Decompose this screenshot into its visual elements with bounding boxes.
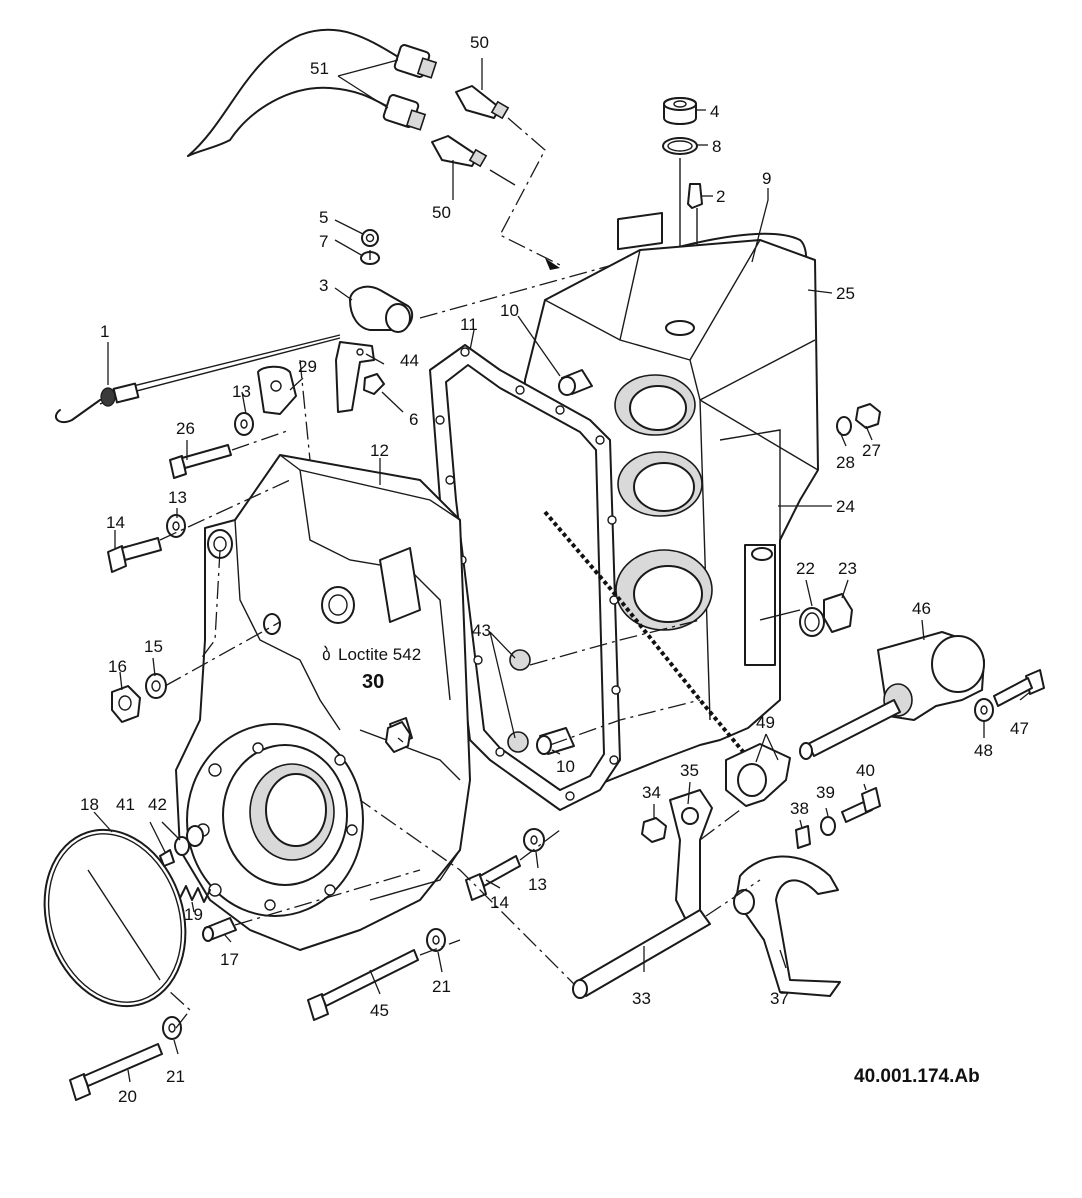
callout-42: 42 — [148, 795, 167, 814]
callout-20: 20 — [118, 1087, 137, 1106]
callout-4: 4 — [710, 102, 719, 121]
callout-8: 8 — [712, 137, 721, 156]
callout-33: 33 — [632, 989, 651, 1008]
sensor-upper — [455, 85, 510, 120]
callout-13c: 13 — [528, 875, 547, 894]
callout-17: 17 — [220, 950, 239, 969]
callout-50-top: 50 — [470, 33, 489, 52]
callout-44: 44 — [400, 351, 419, 370]
callout-labels: 1 2 3 4 5 6 7 8 9 10 10 11 12 13 13 13 1… — [80, 33, 1029, 1106]
callout-16: 16 — [108, 657, 127, 676]
callout-41: 41 — [116, 795, 135, 814]
callout-21a: 21 — [166, 1067, 185, 1086]
callout-51: 51 — [310, 59, 329, 78]
loctite-text: Loctite 542 — [338, 645, 421, 664]
callout-18: 18 — [80, 795, 99, 814]
callout-38: 38 — [790, 799, 809, 818]
sensor-lower — [431, 135, 488, 168]
callout-45: 45 — [370, 1001, 389, 1020]
callout-50-bottom: 50 — [432, 203, 451, 222]
callout-24: 24 — [836, 497, 855, 516]
callout-19: 19 — [184, 905, 203, 924]
callout-28: 28 — [836, 453, 855, 472]
callout-22: 22 — [796, 559, 815, 578]
callout-23: 23 — [838, 559, 857, 578]
callout-34: 34 — [642, 783, 661, 802]
callout-40: 40 — [856, 761, 875, 780]
callout-39: 39 — [816, 783, 835, 802]
callout-30: 30 — [362, 671, 384, 693]
callout-15: 15 — [144, 637, 163, 656]
callout-14a: 14 — [106, 513, 125, 532]
callout-9: 9 — [762, 169, 771, 188]
callout-14b: 14 — [490, 893, 509, 912]
callout-6: 6 — [409, 410, 418, 429]
callout-27: 27 — [862, 441, 881, 460]
callout-5: 5 — [319, 208, 328, 227]
callout-1: 1 — [100, 322, 109, 341]
shift-parts — [572, 403, 1045, 999]
dowels — [507, 369, 593, 755]
callout-49: 49 — [756, 713, 775, 732]
clamp-assembly — [335, 229, 414, 413]
callout-21b: 21 — [432, 977, 451, 996]
callout-46: 46 — [912, 599, 931, 618]
bolts-left — [69, 365, 545, 1101]
callout-25: 25 — [836, 284, 855, 303]
gasket — [429, 344, 621, 811]
callout-10a: 10 — [500, 301, 519, 320]
callout-47: 47 — [1010, 719, 1029, 738]
callout-12: 12 — [370, 441, 389, 460]
callout-43: 43 — [472, 621, 491, 640]
callout-29: 29 — [298, 357, 317, 376]
callout-10b: 10 — [556, 757, 575, 776]
callout-11: 11 — [460, 315, 478, 334]
dipstick — [54, 334, 341, 424]
callout-3: 3 — [319, 276, 328, 295]
callout-35: 35 — [680, 761, 699, 780]
front-cover — [175, 454, 471, 951]
loctite-symbol: ბ — [322, 645, 331, 664]
callout-13b: 13 — [168, 488, 187, 507]
callout-7: 7 — [319, 232, 328, 251]
callout-13a: 13 — [232, 382, 251, 401]
wiring-harness — [187, 28, 438, 157]
diagram-reference-code: 40.001.174.Ab — [854, 1066, 980, 1087]
callout-2: 2 — [716, 187, 725, 206]
callout-48: 48 — [974, 741, 993, 760]
callout-37: 37 — [770, 989, 789, 1008]
leader-lines — [93, 58, 1031, 1083]
callout-26: 26 — [176, 419, 195, 438]
loctite-note: ბ Loctite 542 30 — [322, 645, 421, 693]
